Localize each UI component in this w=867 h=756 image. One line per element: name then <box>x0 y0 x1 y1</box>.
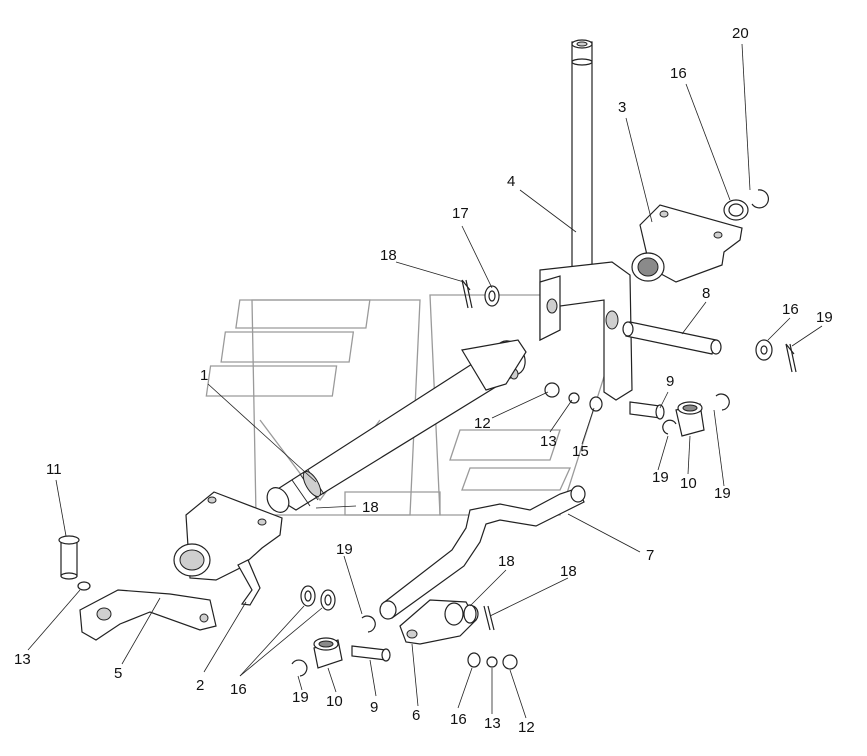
label-8: 8 <box>702 285 710 302</box>
part-3-bracket <box>631 204 743 283</box>
part-16-washer-top <box>484 285 500 307</box>
label-20: 20 <box>732 25 749 42</box>
part-10-bushing-upper <box>675 401 705 437</box>
label-1: 1 <box>200 367 208 384</box>
label-16-lower: 18 <box>498 553 515 570</box>
label-18-lower: 18 <box>560 563 577 580</box>
part-19-circlip-lower-b <box>291 659 308 677</box>
label-3: 3 <box>618 99 626 116</box>
part-16-washers-left <box>300 585 336 611</box>
label-15-upper: 15 <box>572 443 589 460</box>
part-12-nut-lower <box>502 654 518 670</box>
part-14-bushing <box>723 199 749 221</box>
label-9-lower: 9 <box>370 699 378 716</box>
label-7: 7 <box>646 547 654 564</box>
leader-lines <box>27 43 823 719</box>
label-9-upper: 9 <box>666 373 674 390</box>
label-18-right: 19 <box>816 309 833 326</box>
label-13-lower: 13 <box>484 715 501 732</box>
label-14: 16 <box>670 65 687 82</box>
label-19-lower-a: 19 <box>336 541 353 558</box>
part-12-nut-upper <box>544 382 560 398</box>
part-13-washer-lower <box>486 656 498 668</box>
label-16-right: 16 <box>782 301 799 318</box>
part-10-bushing-lower <box>313 637 343 669</box>
part-1-shaft <box>266 339 527 513</box>
label-6: 6 <box>412 707 420 724</box>
part-9-pin-lower <box>351 645 391 662</box>
label-10-upper: 10 <box>680 475 697 492</box>
callout-labels: 20 16 3 4 17 18 8 16 19 1 9 12 13 15 19 … <box>14 25 833 736</box>
label-4: 4 <box>507 173 515 190</box>
label-12-upper: 12 <box>474 415 491 432</box>
label-18-top: 18 <box>380 247 397 264</box>
part-2-bracket <box>173 491 283 606</box>
part-16-washer-right <box>755 339 773 361</box>
part-15-washer-lower <box>467 652 481 668</box>
part-16-washer-lower <box>463 604 477 624</box>
part-18-cotter-right <box>785 343 797 373</box>
part-18-cotter-top <box>461 279 473 309</box>
label-19-lower-b: 19 <box>292 689 309 706</box>
label-11: 11 <box>46 461 62 478</box>
part-19-circlips-upper <box>662 393 730 435</box>
label-15-lower: 16 <box>450 711 467 728</box>
part-18-cotter-lower <box>483 605 495 631</box>
label-19-upper-a: 19 <box>652 469 669 486</box>
label-16-top: 17 <box>452 205 469 222</box>
part-4-vertical-lever <box>539 39 633 401</box>
label-13-upper: 13 <box>540 433 557 450</box>
label-10-lower: 10 <box>326 693 343 710</box>
part-7-crank-rod <box>379 485 586 620</box>
label-12-lower: 12 <box>518 719 535 736</box>
part-13-washer-left <box>77 581 91 591</box>
label-13-left: 13 <box>14 651 31 668</box>
label-2: 2 <box>196 677 204 694</box>
part-9-pin-upper <box>629 401 665 420</box>
label-19-upper-b: 19 <box>714 485 731 502</box>
part-8-pin <box>622 321 722 355</box>
part-15-washer-upper <box>589 396 603 412</box>
label-5: 5 <box>114 665 122 682</box>
label-17: 18 <box>362 499 379 516</box>
part-19-circlip-lower-a <box>361 615 376 633</box>
part-11-bolt <box>58 535 80 580</box>
label-16-left: 16 <box>230 681 247 698</box>
part-5-arm <box>79 589 217 641</box>
part-20-circlip <box>751 189 769 209</box>
